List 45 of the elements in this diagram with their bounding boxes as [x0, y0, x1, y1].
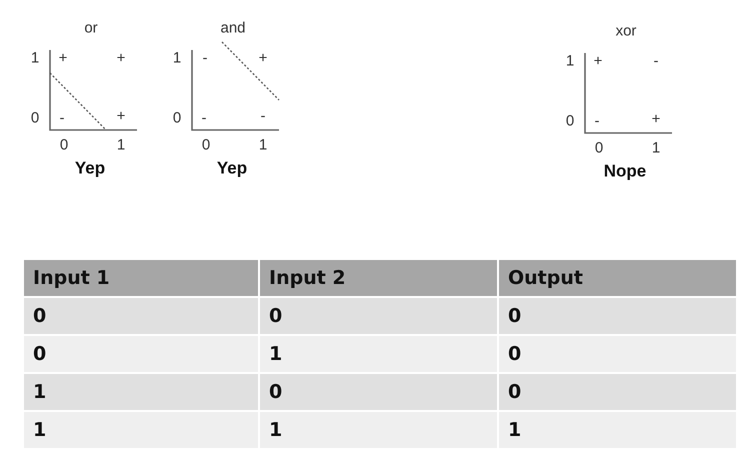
verdict-label: Yep [216, 160, 248, 176]
axis-tick-label: 1 [652, 140, 660, 156]
axis-tick-label: 1 [116, 138, 126, 152]
point-marker: + [116, 50, 126, 66]
axis-tick-label: 1 [172, 50, 182, 66]
point-marker: + [58, 50, 68, 66]
point-marker: + [116, 108, 126, 124]
table-cell: 0 [24, 336, 258, 372]
column-header: Input 2 [260, 260, 497, 296]
table-cell: 1 [24, 412, 258, 448]
axis-tick-label: 0 [566, 114, 574, 128]
point-marker: - [260, 108, 266, 124]
plot-title: or [84, 20, 98, 36]
point-marker: - [594, 114, 600, 128]
table-cell: 1 [260, 412, 497, 448]
plot-title: xor [616, 24, 636, 38]
table-cell: 0 [260, 298, 497, 334]
column-header: Output [499, 260, 736, 296]
table-cell: 0 [24, 298, 258, 334]
plot-title: and [220, 20, 246, 36]
axis-tick-label: 0 [594, 140, 604, 156]
point-marker: - [202, 50, 208, 66]
table-cell: 1 [260, 336, 497, 372]
axis-tick-label: 0 [60, 138, 68, 152]
axis-tick-label: 1 [566, 54, 574, 68]
point-marker: - [202, 110, 206, 126]
point-marker: + [594, 54, 602, 68]
point-marker: - [60, 110, 64, 126]
column-header: Input 1 [24, 260, 258, 296]
verdict-label: Yep [74, 160, 106, 176]
point-marker: + [652, 112, 660, 126]
axis-tick-label: 1 [30, 50, 40, 66]
verdict-label: Nope [604, 162, 646, 180]
point-marker: + [258, 50, 268, 66]
axis-tick-label: 0 [30, 110, 40, 126]
axis-tick-label: 0 [172, 110, 182, 126]
table-cell: 0 [260, 374, 497, 410]
table-cell: 0 [499, 374, 736, 410]
axis-tick-label: 0 [202, 138, 210, 152]
axis-tick-label: 1 [258, 138, 268, 152]
table-cell: 1 [499, 412, 736, 448]
table-cell: 0 [499, 298, 736, 334]
table-cell: 1 [24, 374, 258, 410]
table-cell: 0 [499, 336, 736, 372]
point-marker: - [654, 54, 658, 68]
